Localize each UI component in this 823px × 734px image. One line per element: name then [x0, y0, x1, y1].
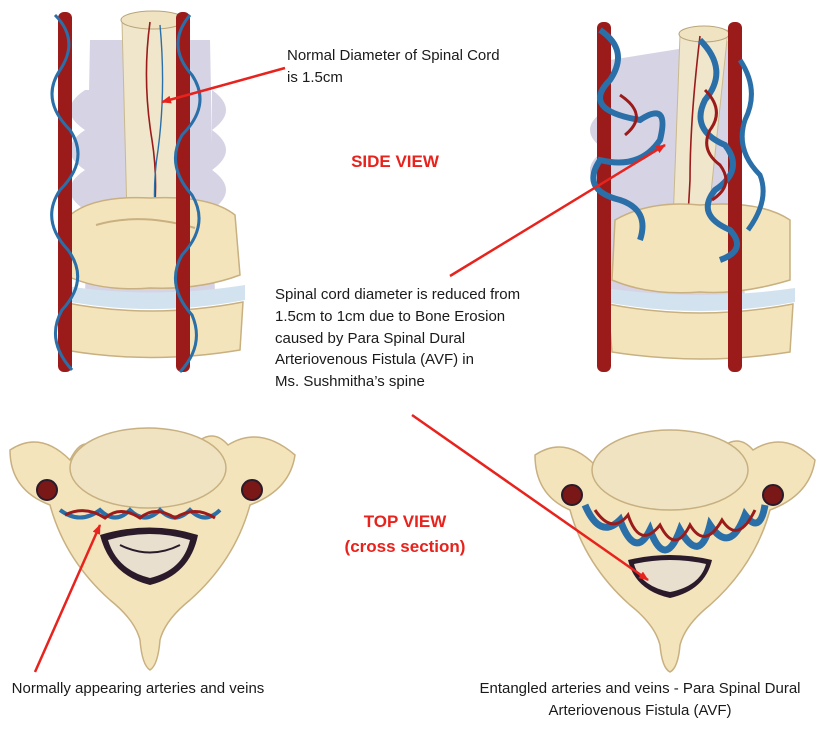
avf-vertebra-top-view	[534, 429, 816, 673]
normal-vessels-label: Normally appearing arteries and veins	[11, 680, 265, 697]
normal-spine-side-view	[50, 10, 245, 374]
reduced-line-4: Arteriovenous Fistula (AVF) in	[275, 351, 474, 369]
arrow-normal-diameter	[161, 66, 286, 104]
reduced-line-1: Spinal cord diameter is reduced from	[275, 286, 521, 303]
reduced-line-5: Ms. Sushmitha’s spine	[275, 373, 425, 390]
normal-diameter-label: Normal Diameter of Spinal Cord is 1.5cm	[287, 47, 500, 86]
arrow-reduced-diameter	[449, 143, 666, 278]
side-view-title: SIDE VIEW	[351, 152, 439, 171]
avf-vessels-label: Entangled arteries and veins - Para Spin…	[479, 680, 801, 719]
cross-section-subtitle: (cross section)	[344, 537, 466, 556]
reduced-diameter-label: Spinal cord diameter is reduced from 1.5…	[275, 284, 575, 393]
reduced-line-2: 1.5cm to 1cm due to Bone Erosion	[275, 307, 506, 325]
avf-spine-side-view	[590, 22, 795, 372]
arrow-normal-vessels	[33, 524, 102, 673]
normal-vertebra-top-view	[9, 427, 296, 671]
reduced-line-3: caused by Para Spinal Dural	[275, 329, 466, 347]
arrow-avf-top	[411, 413, 649, 582]
top-view-title: TOP VIEW	[363, 512, 447, 531]
